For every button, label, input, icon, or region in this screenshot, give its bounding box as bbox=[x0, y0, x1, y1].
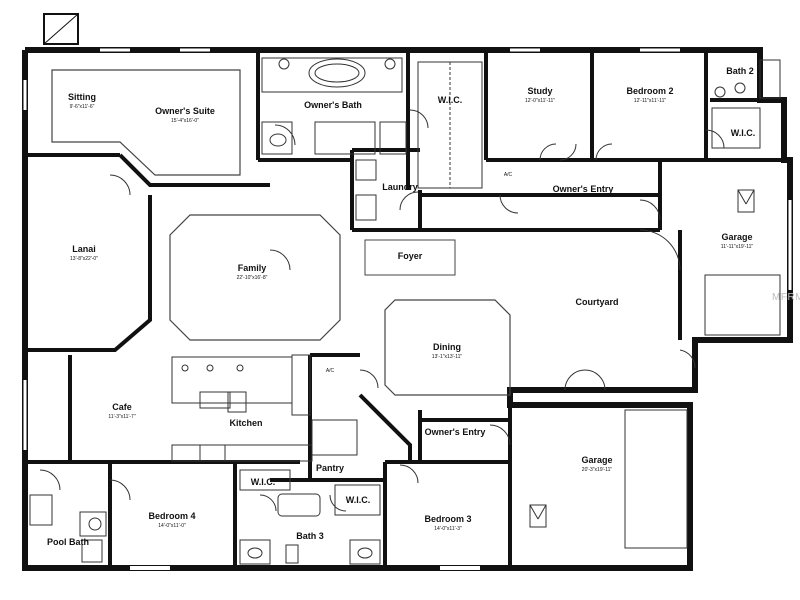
room-label: Owner's Entry bbox=[552, 184, 614, 194]
room-dimensions: 14'-0"x11'-3" bbox=[434, 526, 462, 532]
room-label: Owner's Suite bbox=[155, 106, 215, 116]
room-label: Laundry bbox=[382, 182, 418, 192]
room-label: Garage bbox=[721, 232, 753, 242]
room-label: Foyer bbox=[397, 251, 423, 261]
room-label: Pool Bath bbox=[47, 537, 89, 547]
room-label: Bedroom 2 bbox=[626, 86, 674, 96]
watermark: MFRMLS bbox=[772, 292, 800, 303]
room-dimensions: 14'-0"x11'-0" bbox=[158, 523, 186, 529]
room-label: Dining bbox=[433, 342, 461, 352]
room-label: Garage bbox=[581, 455, 613, 465]
room-dimensions: 20'-3"x19'-11" bbox=[581, 467, 613, 473]
room-dimensions: 9'-6"x11'-6" bbox=[69, 104, 95, 110]
room-label: Owner's Entry bbox=[424, 427, 486, 437]
skylight-icon bbox=[43, 13, 79, 45]
foyer-outline bbox=[364, 239, 456, 276]
room-dimensions: 12'-0"x11'-11" bbox=[524, 98, 556, 104]
kitchen-fixtures bbox=[171, 354, 358, 462]
room-label: Courtyard bbox=[575, 297, 619, 307]
room-label: Kitchen bbox=[229, 418, 263, 428]
room-label: Family bbox=[237, 263, 267, 273]
secondary-bath-fixtures bbox=[29, 469, 381, 565]
ceiling-outlines bbox=[51, 69, 511, 396]
room-label: Cafe bbox=[112, 402, 132, 412]
room-dimensions: 22'-10"x16'-8" bbox=[236, 275, 268, 281]
room-label: A/C bbox=[325, 368, 335, 374]
room-label: Bath 2 bbox=[726, 66, 754, 76]
room-label: Bedroom 3 bbox=[424, 514, 472, 524]
room-label: Study bbox=[527, 86, 553, 96]
doors bbox=[39, 109, 725, 512]
room-label: W.I.C. bbox=[730, 128, 756, 138]
room-label: W.I.C. bbox=[345, 495, 371, 505]
room-dimensions: 13'-1"x13'-11" bbox=[431, 354, 463, 360]
room-label: W.I.C. bbox=[437, 95, 463, 105]
room-label: Bath 3 bbox=[296, 531, 324, 541]
room-dimensions: 15'-4"x16'-0" bbox=[171, 118, 199, 124]
car-marker-icon bbox=[529, 189, 781, 549]
room-dimensions: 13'-8"x22'-0" bbox=[70, 256, 98, 262]
room-label: W.I.C. bbox=[250, 477, 276, 487]
bath-fixtures bbox=[261, 57, 781, 221]
room-dimensions: 11'-11"x19'-11" bbox=[720, 244, 754, 250]
windows bbox=[23, 48, 792, 570]
interior-walls bbox=[25, 50, 784, 568]
room-label: Lanai bbox=[72, 244, 96, 254]
room-label: Owner's Bath bbox=[304, 100, 362, 110]
room-label: A/C bbox=[503, 172, 513, 178]
room-label: Bedroom 4 bbox=[148, 511, 196, 521]
room-dimensions: 12'-11"x11'-11" bbox=[633, 98, 667, 104]
room-label: Sitting bbox=[68, 92, 96, 102]
room-dimensions: 11'-3"x11'-7" bbox=[108, 414, 136, 420]
room-label: Pantry bbox=[315, 463, 345, 473]
